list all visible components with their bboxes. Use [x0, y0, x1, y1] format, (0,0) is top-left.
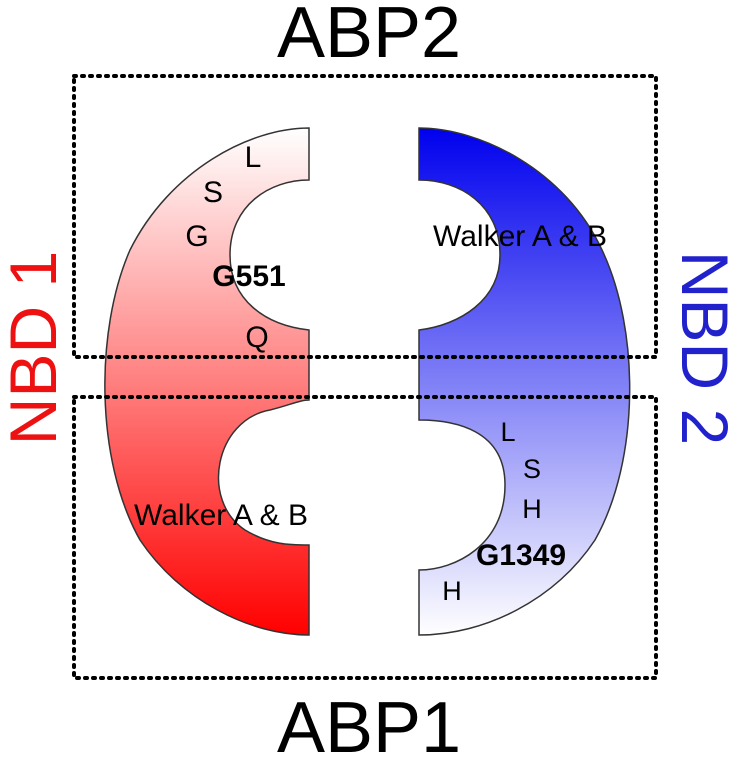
nbd2-residue-s: S — [523, 454, 541, 484]
nbd1-label: NBD 1 — [0, 251, 70, 445]
nbd2-residue-h: H — [522, 494, 542, 524]
nbd2-mutation-g1349: G1349 — [476, 539, 566, 572]
abp1-box — [72, 395, 658, 680]
nbd2-lobe — [418, 127, 631, 636]
nbd2-label: NBD 2 — [668, 251, 738, 445]
nbd1-walker-label: Walker A & B — [134, 499, 308, 532]
nbd2-residue-h2: H — [442, 576, 462, 606]
abp2-box — [72, 74, 658, 359]
nbd1-residue-l: L — [245, 141, 262, 174]
nbd1-lobe — [104, 127, 310, 636]
nbd2-residue-l: L — [500, 417, 515, 447]
abp2-label: ABP2 — [277, 0, 461, 73]
nbd1-residue-q: Q — [245, 321, 268, 354]
abp1-label: ABP1 — [277, 688, 461, 757]
nbd1-residue-g: G — [185, 220, 208, 253]
nbd2-walker-label: Walker A & B — [433, 220, 607, 253]
nbd1-mutation-g551: G551 — [212, 260, 285, 293]
nbd1-residue-s: S — [203, 176, 223, 209]
